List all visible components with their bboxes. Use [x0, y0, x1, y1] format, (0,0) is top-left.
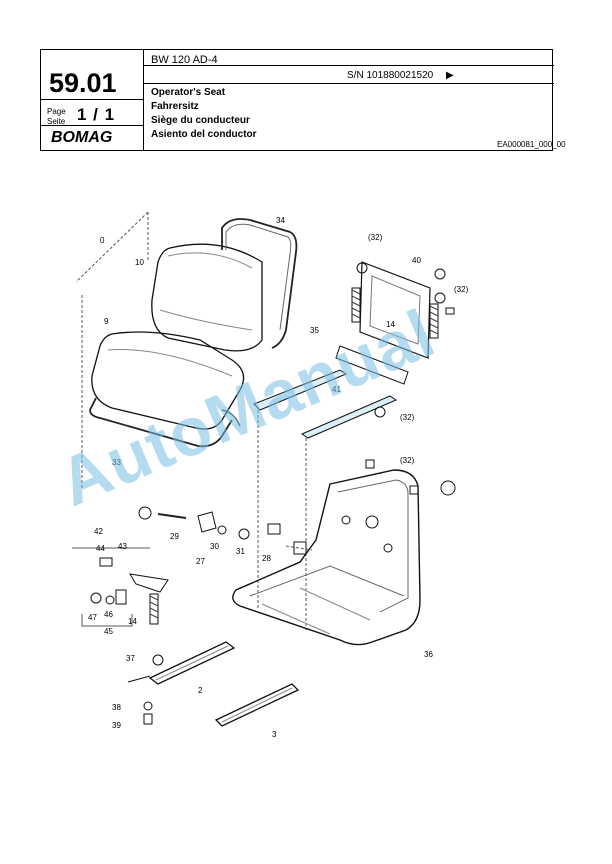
callout: 40	[412, 256, 421, 265]
title-es: Asiento del conductor	[151, 129, 257, 140]
seat-assembly-outline	[75, 211, 149, 490]
callout: 38	[112, 703, 121, 712]
header-block: BW 120 AD-4 S/N 101880021520 ▶ 59.01 Pag…	[40, 49, 566, 151]
callout: 28	[262, 554, 271, 563]
backrest-mechanism	[335, 261, 455, 385]
upper-slide-rails	[253, 369, 398, 630]
wire-frame	[89, 397, 241, 448]
title-fr: Siège du conducteur	[151, 115, 250, 126]
header-divider	[143, 50, 144, 150]
callout: 0	[100, 236, 105, 245]
callout: (32)	[454, 285, 469, 294]
lower-slide-rails	[127, 641, 300, 727]
callout: 34	[276, 216, 285, 225]
arrow-right-icon: ▶	[445, 70, 454, 81]
callout: 36	[424, 650, 433, 659]
adjuster-parts	[138, 506, 313, 555]
callout: 41	[332, 385, 341, 394]
callout: 47	[88, 613, 97, 622]
callout: 42	[94, 527, 103, 536]
callout: 10	[135, 258, 144, 267]
callout: 29	[170, 532, 179, 541]
page-label: Page	[47, 107, 66, 116]
callout: 43	[118, 542, 127, 551]
callout: 2	[198, 686, 203, 695]
callout: 27	[196, 557, 205, 566]
armrest-frame	[221, 218, 298, 349]
callout: 14	[386, 320, 395, 329]
page-number: 59.01	[49, 68, 117, 98]
callout: 3	[272, 730, 277, 739]
callout: 33	[112, 458, 121, 467]
callout: 37	[126, 654, 135, 663]
callout: (32)	[400, 413, 415, 422]
serial-text: S/N 101880021520	[347, 70, 434, 81]
callout: (32)	[368, 233, 383, 242]
callout: 14	[128, 617, 137, 626]
callout: 46	[104, 610, 113, 619]
header-rule	[143, 65, 554, 66]
model-label: BW 120 AD-4	[151, 54, 218, 66]
header-rule	[143, 83, 554, 84]
callout: (32)	[400, 456, 415, 465]
callout: 39	[112, 721, 121, 730]
callout-labels: 0 34 10 9 33 (32) 40 (32) 14 35 41 (32) …	[88, 216, 469, 739]
seat-base-frame	[232, 469, 421, 646]
seite-label: Seite	[47, 117, 66, 126]
callout: 35	[310, 326, 319, 335]
header-rule	[41, 125, 143, 126]
brand-logo: BOMAG	[51, 129, 113, 146]
page-of: 1 / 1	[77, 105, 116, 124]
backrest-cushion	[151, 243, 263, 352]
callout: 31	[236, 547, 245, 556]
seat-cushion	[91, 331, 245, 430]
title-en: Operator's Seat	[151, 87, 226, 98]
callout: 9	[104, 317, 109, 326]
header-rule	[41, 99, 143, 100]
callout: 30	[210, 542, 219, 551]
callout: 45	[104, 627, 113, 636]
title-de: Fahrersitz	[151, 101, 199, 112]
lever-group	[72, 547, 169, 627]
callout: 44	[96, 544, 105, 553]
document-id: EA000081_000_00	[497, 140, 566, 149]
serial-number: S/N 101880021520 ▶	[347, 70, 454, 81]
